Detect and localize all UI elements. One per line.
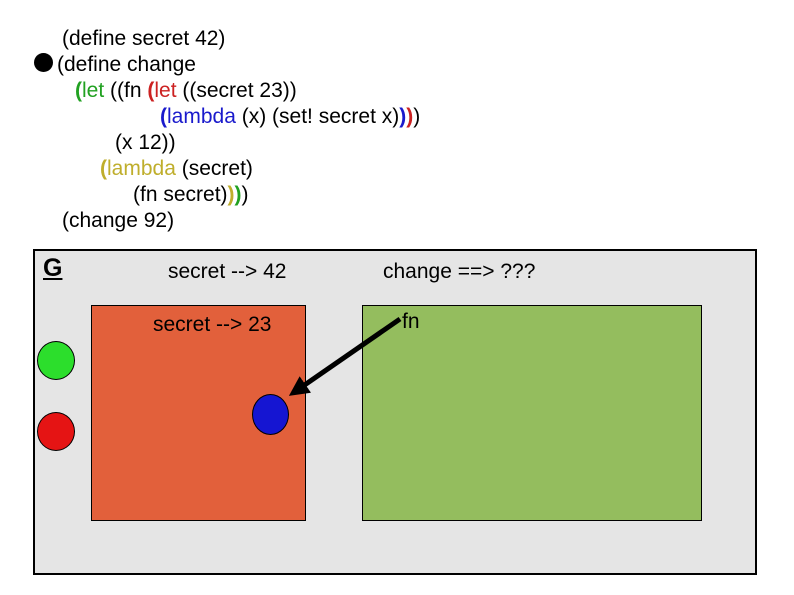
code-line: (x 12)) [115,131,176,155]
procedure-environment-box: fn [362,305,702,521]
code-token: ) [406,105,414,128]
code-token: (define secret 42) [62,27,226,50]
code-line: (let ((fn (let ((secret 23)) [75,79,297,103]
code-line: (lambda (secret) [100,157,253,181]
code-token: (x) (set! secret x) [235,105,400,128]
code-token: ) [241,183,249,206]
code-token: ( [75,79,82,102]
code-token: ) [234,183,242,206]
code-token: ( [160,105,167,128]
fn-binding-label: fn [402,310,420,333]
global-binding-secret: secret --> 42 [168,260,287,283]
code-line: (define change [57,53,196,77]
global-environment-box: G secret --> 42 change ==> ??? secret --… [33,249,757,575]
green-dot [37,341,75,380]
code-token: ( [100,157,107,180]
code-token: ( [147,79,155,102]
code-token: ) [413,105,421,128]
red-dot [37,412,75,451]
code-token: (secret) [175,157,253,180]
code-line: (change 92) [62,209,174,233]
code-token: (fn secret) [133,183,228,206]
code-token: (x 12)) [115,131,176,154]
code-token: ((fn [104,79,148,102]
code-line: (lambda (x) (set! secret x)))) [160,105,420,129]
global-env-label: G [43,254,63,282]
code-token: lambda [167,105,236,128]
code-token: ((secret 23)) [176,79,297,102]
code-token: ) [399,105,407,128]
code-token: let [154,79,177,102]
bullet-marker: ● [34,53,53,72]
code-token: ) [227,183,235,206]
code-token: let [82,79,105,102]
code-block: ● (define secret 42)(define change(let (… [0,0,794,245]
code-token: (define change [57,53,196,76]
code-token: lambda [107,157,176,180]
blue-dot [252,394,289,435]
let-binding-secret: secret --> 23 [153,313,272,336]
code-token: (change 92) [62,209,175,232]
code-line: (fn secret)))) [133,183,249,207]
global-binding-change: change ==> ??? [383,260,536,283]
code-line: (define secret 42) [62,27,225,51]
